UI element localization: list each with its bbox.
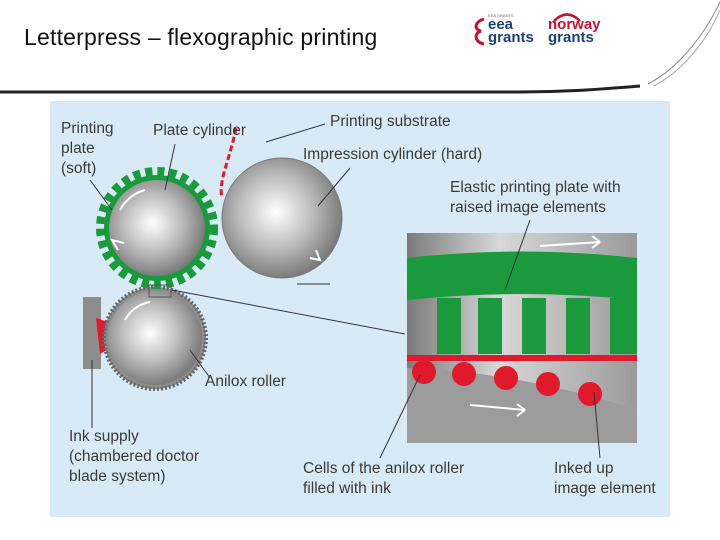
- printing-substrate: [219, 127, 238, 199]
- detail-marker: [148, 284, 172, 298]
- label-anilox-roller: Anilox roller: [205, 373, 286, 390]
- label-impression-cylinder: Impression cylinder (hard): [303, 146, 483, 163]
- label-plate-cylinder: Plate cylinder: [153, 122, 247, 139]
- label-anilox-cells: Cells of the anilox roller filled with i…: [303, 460, 465, 497]
- norway-logo-line1: norway: [548, 16, 601, 33]
- label-printing-plate: Printing plate (soft): [61, 120, 114, 177]
- plate-cylinder: [96, 167, 218, 289]
- eea-logo-line2: grants: [488, 29, 534, 46]
- eea-logo-line1: eea: [488, 16, 514, 33]
- slide-title: Letterpress – flexographic printing: [24, 24, 378, 50]
- anilox-roller: [102, 285, 208, 391]
- label-ink-supply: Ink supply (chambered doctor blade syste…: [69, 428, 200, 485]
- magnified-view: [407, 233, 637, 443]
- leader-lines: [89, 123, 601, 459]
- label-elastic-plate: Elastic printing plate with raised image…: [450, 179, 621, 216]
- corner-decoration: [647, 0, 720, 87]
- eea-logo-small-text: EEA GRANTS: [488, 13, 514, 18]
- norway-grants-logo: norway grants: [548, 14, 601, 46]
- impression-cylinder: [221, 157, 343, 279]
- norway-arc-icon: [553, 13, 581, 22]
- label-inked-element: Inked up image element: [554, 460, 656, 497]
- label-printing-substrate: Printing substrate: [330, 113, 451, 130]
- norway-logo-line2: grants: [548, 29, 594, 46]
- eea-grants-logo: EEA GRANTS eea grants: [488, 13, 534, 46]
- header-divider: [0, 84, 641, 94]
- eea-swirl-icon: [474, 17, 485, 46]
